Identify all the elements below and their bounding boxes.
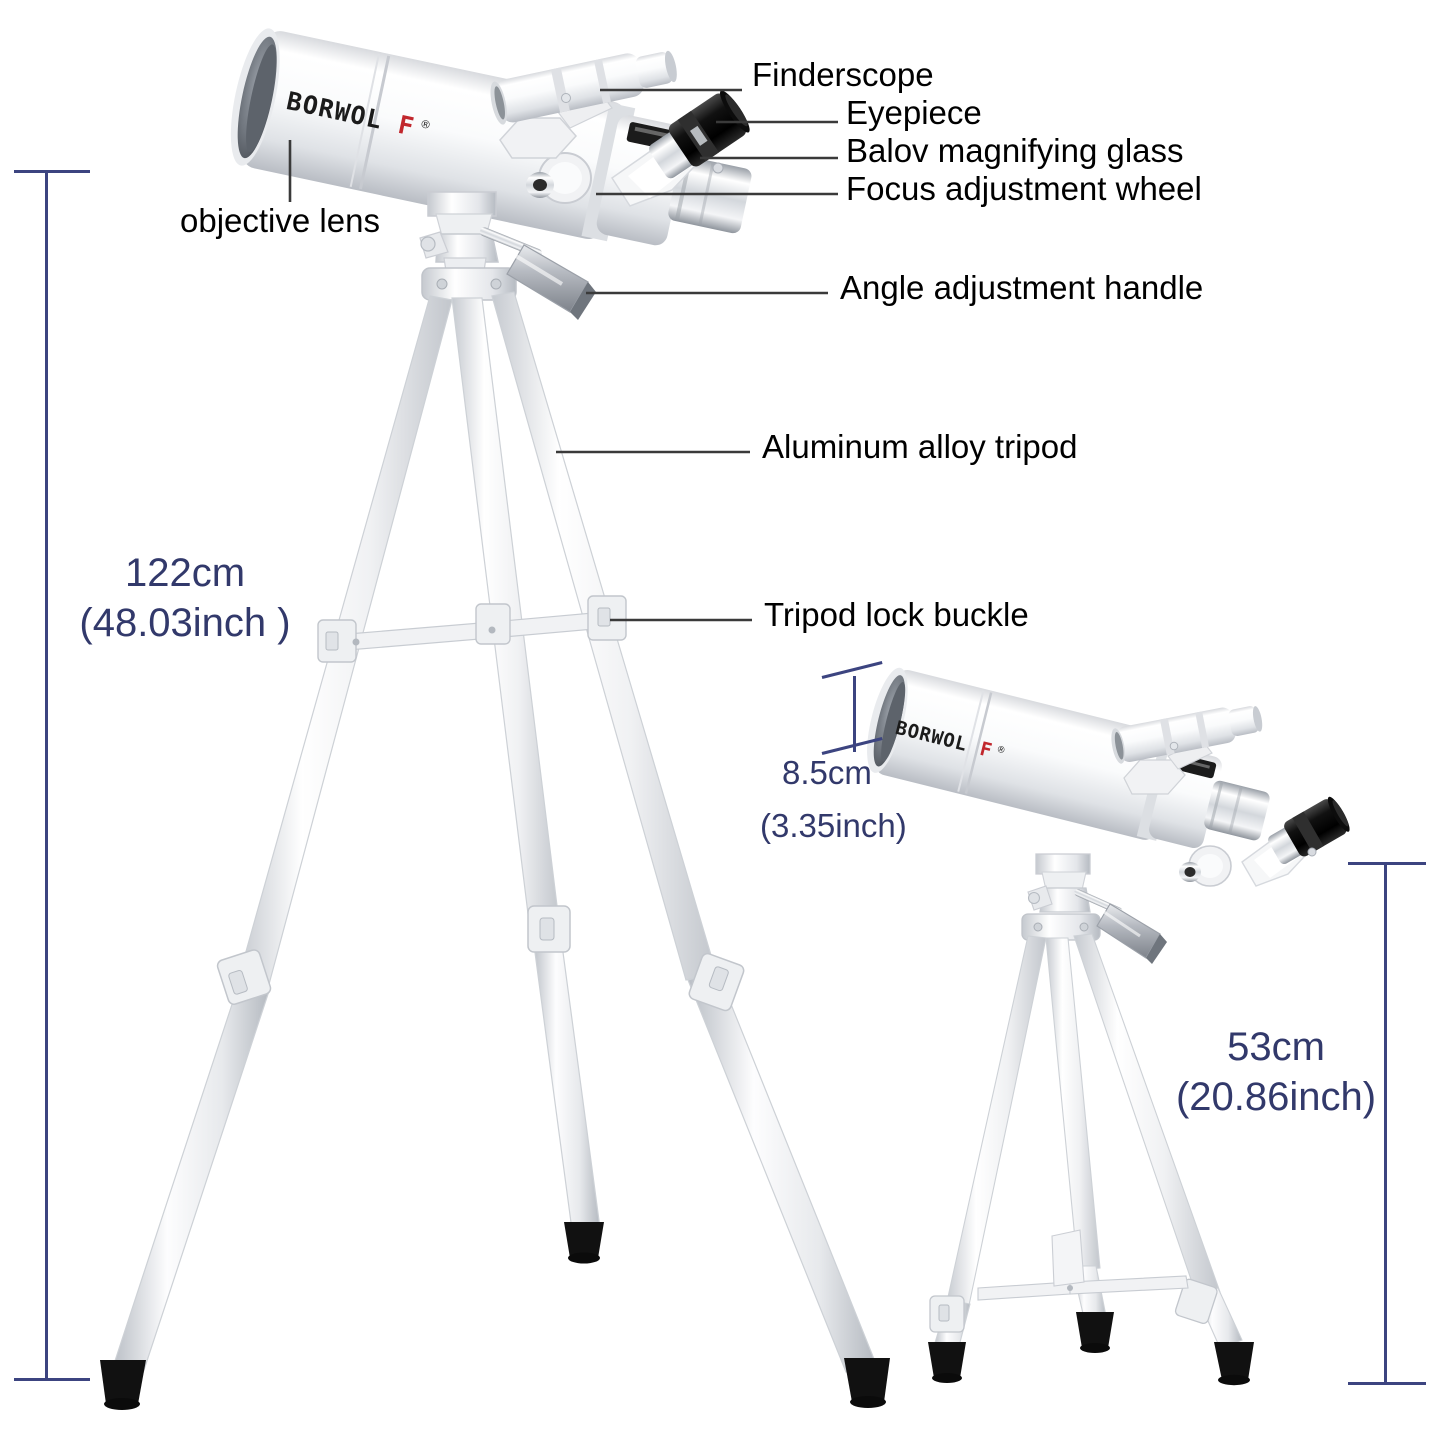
dimension-line-tube-diameter — [853, 676, 856, 752]
callout-label-angle-handle: Angle adjustment handle — [840, 269, 1204, 306]
telescope-large: BORWOL F ® — [100, 28, 890, 1410]
finderscope-small — [1111, 706, 1263, 795]
angle-adjustment-handle-small — [1074, 889, 1167, 964]
callout-label-focus-wheel: Focus adjustment wheel — [846, 170, 1202, 207]
dimension-line-full-height — [45, 170, 48, 1380]
optical-tube-small — [867, 667, 1350, 887]
callout-label-aluminum-tripod: Aluminum alloy tripod — [762, 428, 1078, 465]
angle-adjustment-handle-large — [479, 227, 596, 320]
dimension-full-height-metric: 122cm — [124, 551, 246, 595]
dimension-tube-diameter-metric: 8.5cm — [782, 754, 872, 791]
eyepiece-assembly-large — [610, 90, 750, 207]
telescope-small: BORWOL F ® — [867, 667, 1350, 1386]
svg-text:®: ® — [995, 745, 1006, 757]
tripod-brace-large — [317, 595, 627, 663]
dimension-tick-full-height-bottom — [14, 1378, 90, 1381]
dimension-folded-height-metric: 53cm — [1227, 1025, 1325, 1069]
svg-text:F: F — [396, 110, 417, 141]
callout-label-finderscope: Finderscope — [752, 56, 934, 93]
callout-label-tripod-lock-buckle: Tripod lock buckle — [764, 596, 1029, 633]
svg-text:®: ® — [419, 117, 432, 132]
optical-tube-large — [230, 28, 752, 246]
eyepiece-assembly-small — [1241, 796, 1350, 887]
tripod-brace-small — [977, 1229, 1189, 1301]
focus-wheel-small — [1179, 845, 1232, 887]
dimension-tube-diameter-imperial: (3.35inch) — [760, 807, 907, 845]
callout-label-objective-lens: objective lens — [180, 202, 380, 239]
dimension-tube-diameter: 8.5cm (3.35inch) — [760, 752, 940, 847]
svg-text:F: F — [978, 738, 994, 762]
dimension-full-height: 122cm (48.03inch ) — [70, 548, 300, 648]
dimension-tick-folded-height-bottom — [1348, 1382, 1426, 1385]
dimension-full-height-imperial: (48.03inch ) — [79, 601, 291, 645]
mount-and-tripod-large — [100, 191, 890, 1410]
dimension-tick-folded-height-top — [1348, 862, 1426, 865]
dimension-tick-full-height-top — [14, 170, 90, 173]
focus-wheel-part — [526, 152, 592, 204]
callout-label-eyepiece: Eyepiece — [846, 94, 982, 131]
dimension-line-folded-height — [1384, 862, 1387, 1384]
dimension-folded-height-imperial: (20.86inch) — [1175, 1075, 1377, 1119]
mount-and-tripod-small — [928, 853, 1254, 1386]
dimension-folded-height: 53cm (20.86inch) — [1168, 1022, 1384, 1122]
finderscope-large — [490, 50, 677, 159]
callout-label-barlow: Balov magnifying glass — [846, 132, 1184, 169]
leader-lines — [288, 88, 838, 622]
